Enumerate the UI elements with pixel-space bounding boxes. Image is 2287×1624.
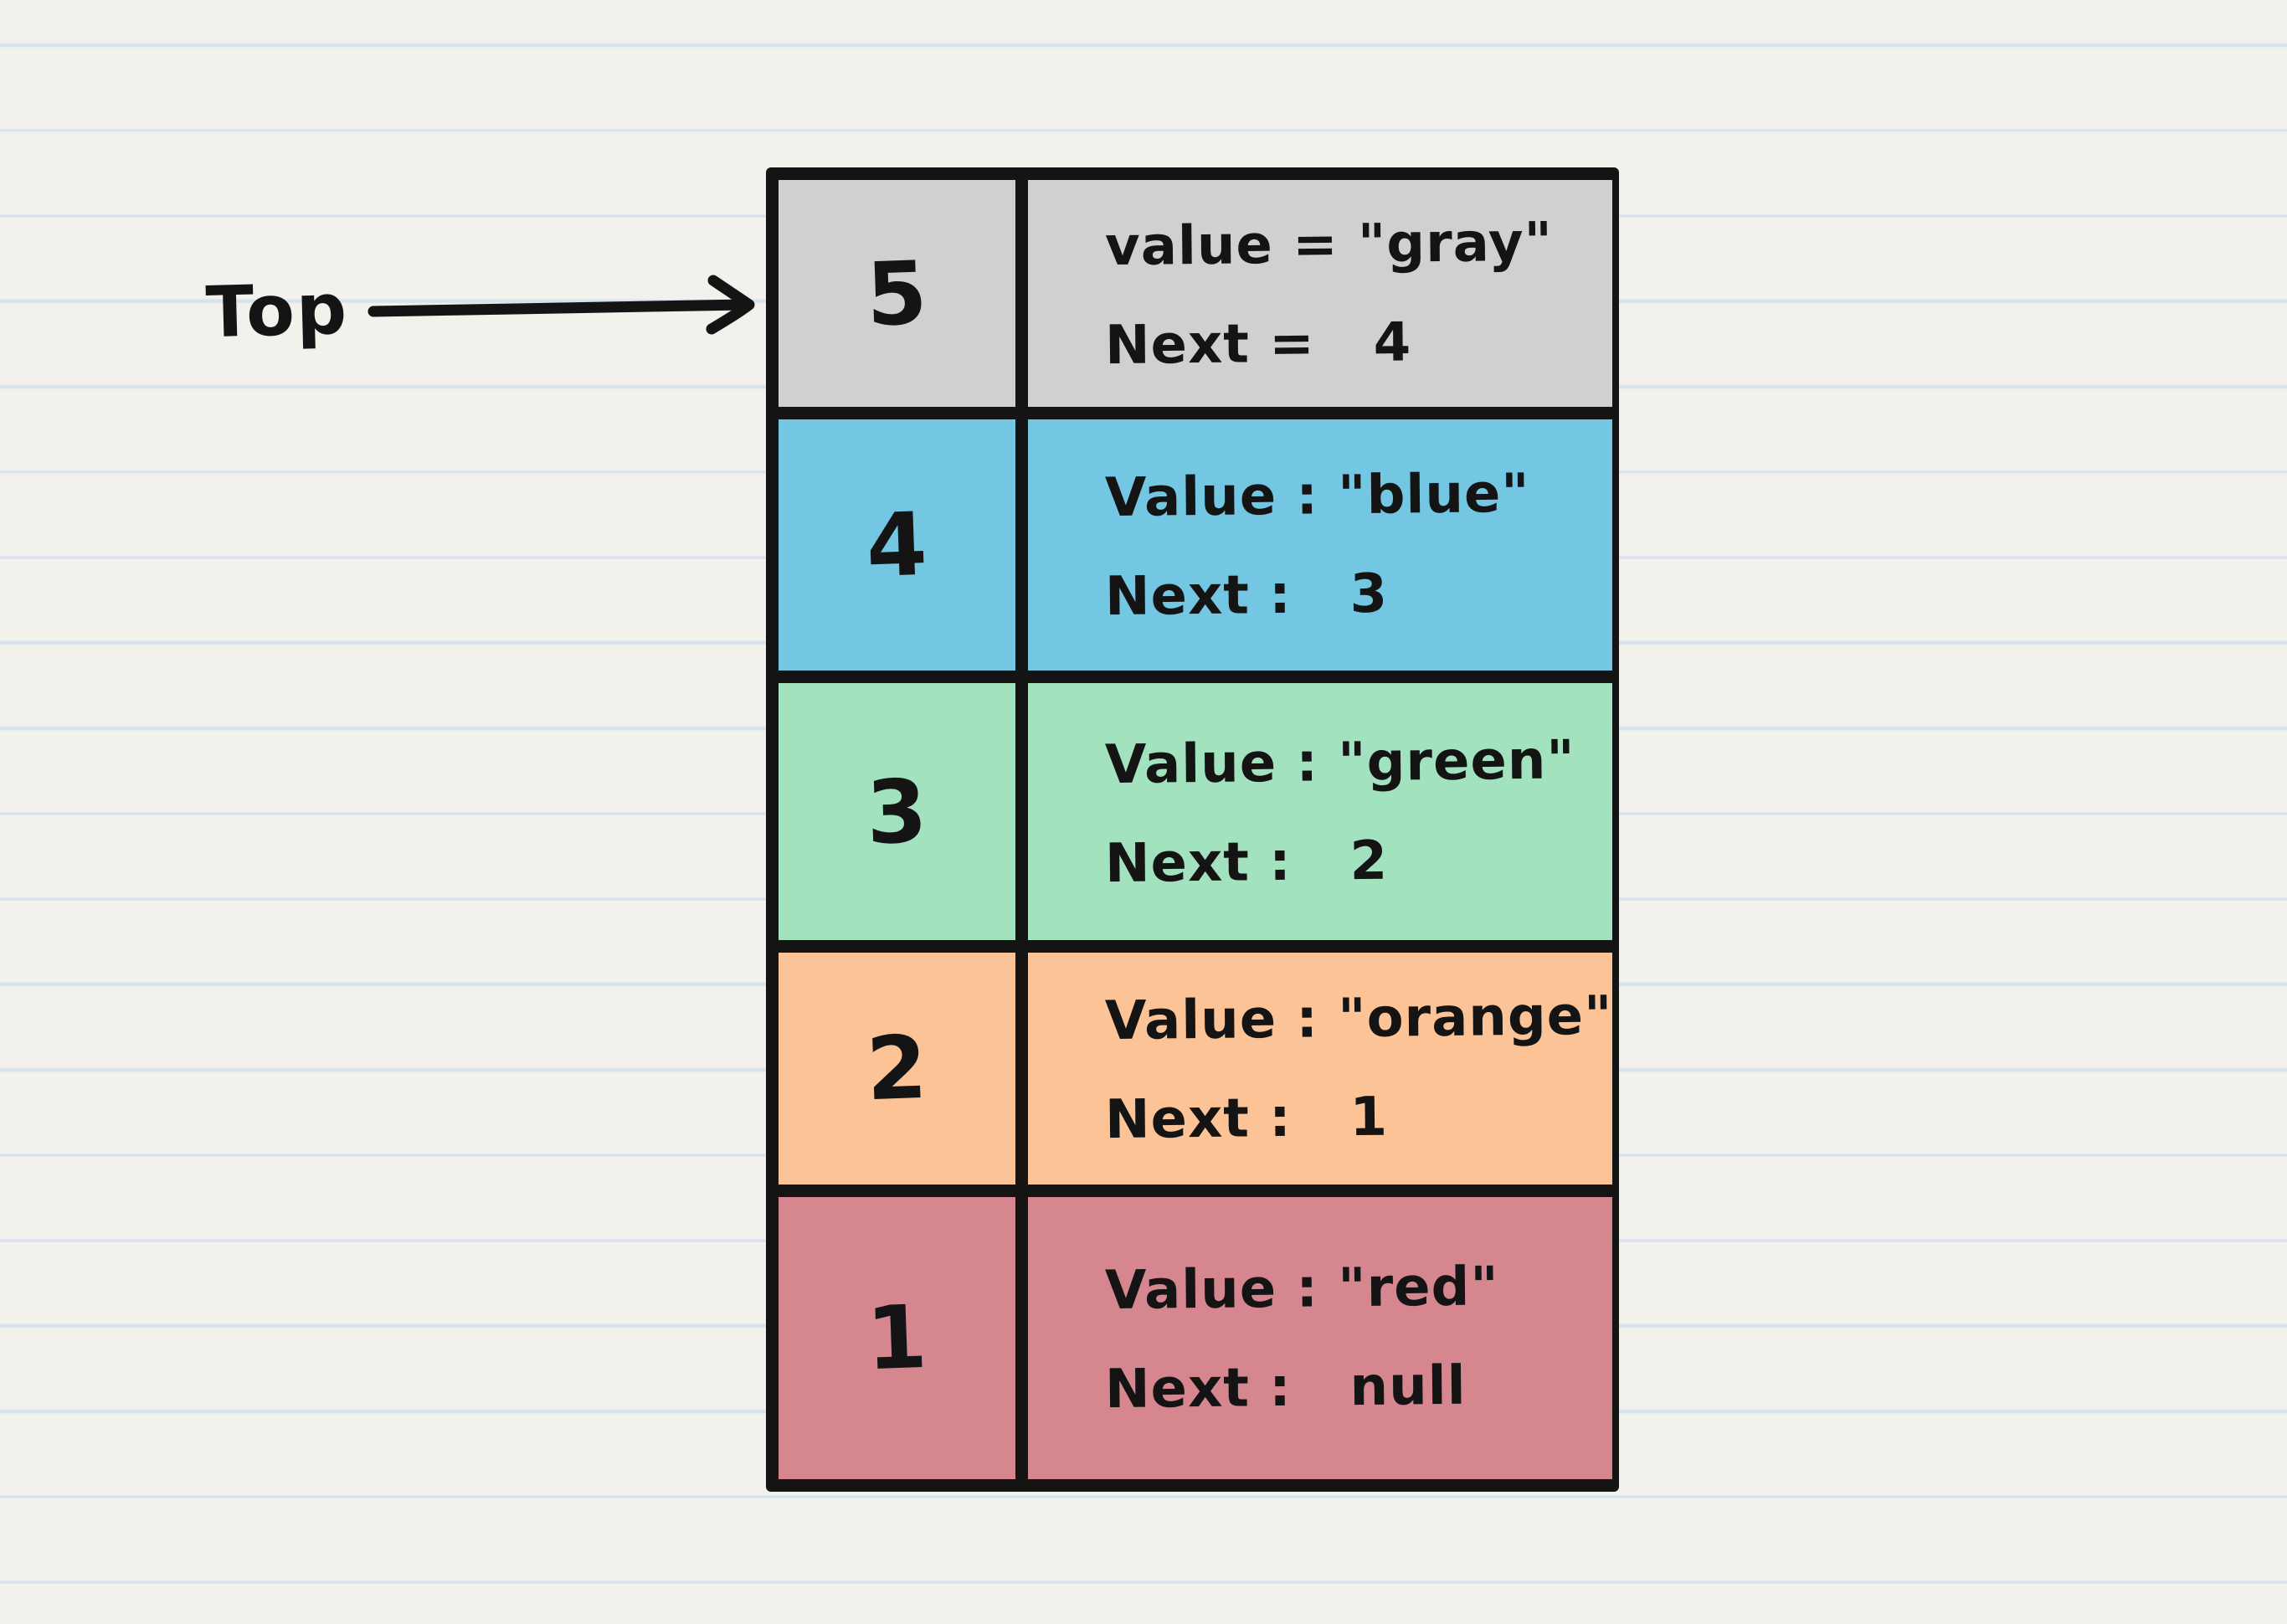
stack-node-detail-cell: Value : "red" Next : null [1028,1196,1613,1479]
stack-node-index-cell: 2 [779,953,1015,1185]
stack-node-index-cell: 3 [779,683,1015,941]
stack-node-index-cell: 5 [779,180,1015,408]
stack-node-value: Value : "blue" [1104,463,1531,530]
stack-node-index: 2 [865,1016,929,1121]
stack-node-index: 4 [865,493,929,598]
stack-node-value: value = "gray" [1104,211,1554,278]
stack-node-detail-cell: value = "gray" Next = 4 [1028,180,1613,408]
stack-table: 5 value = "gray" Next = 4 4 Value : "blu… [766,167,1619,1492]
stack-node-index-cell: 4 [779,419,1015,671]
stack-node-detail-cell: Value : "green" Next : 2 [1028,683,1613,941]
stack-node-value: Value : "green" [1104,729,1576,796]
stack-node-index: 3 [865,759,929,864]
stack-node-index: 1 [865,1286,929,1390]
stack-node-index: 5 [865,241,929,346]
stack-node-value: Value : "red" [1104,1256,1500,1323]
top-pointer-arrow-icon [367,275,755,335]
stack-node-index-cell: 1 [779,1196,1015,1479]
stack-node-next: Next : null [1104,1355,1467,1421]
stack-node-next: Next = 4 [1104,311,1412,377]
stack-node-detail-cell: Value : "blue" Next : 3 [1028,419,1613,671]
stack-node-detail-cell: Value : "orange" Next : 1 [1028,953,1613,1185]
stack-node-value: Value : "orange" [1104,985,1613,1053]
stack-node-next: Next : 3 [1104,563,1389,629]
stack-node-next: Next : 2 [1104,830,1389,895]
top-pointer-label: Top [204,267,350,354]
stack-node-next: Next : 1 [1104,1087,1389,1152]
